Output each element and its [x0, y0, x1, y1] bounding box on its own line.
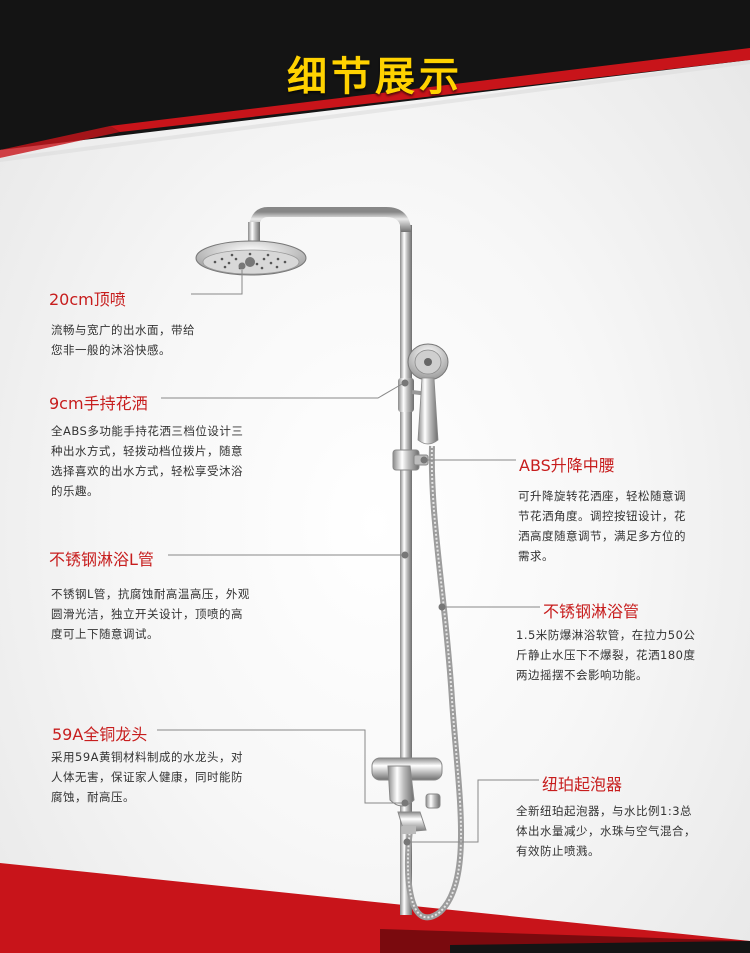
feature-desc-slider: 可升降旋转花洒座，轻松随意调 节花洒角度。调控按钮设计，花 洒高度随意调节，满足…	[518, 489, 686, 563]
header-band	[0, 0, 750, 162]
feature-desc-aerator: 全新纽珀起泡器，与水比例1:3总 体出水量减少，水珠与空气混合， 有效防止喷溅。	[516, 804, 696, 858]
feature-desc-l-pipe: 不锈钢L管，抗腐蚀耐高温高压，外观 圆滑光洁，独立开关设计，顶喷的高 度可上下随…	[51, 587, 250, 641]
feature-desc-faucet: 采用59A黄铜材料制成的水龙头，对 人体无害，保证家人健康，同时能防 腐蚀，耐高…	[51, 750, 243, 804]
page-title: 细节展示	[287, 54, 463, 100]
mixer-faucet	[371, 757, 443, 834]
feature-title-hose: 不锈钢淋浴管	[543, 602, 640, 621]
feature-title-l-pipe: 不锈钢淋浴L管	[49, 550, 154, 569]
feature-title-aerator: 纽珀起泡器	[542, 775, 623, 794]
overhead-shower-head	[195, 240, 307, 276]
feature-desc-hose: 1.5米防爆淋浴软管，在拉力50公 斤静止水压下不爆裂，花洒180度 两边摇摆不…	[516, 628, 696, 682]
feature-title-faucet: 59A全铜龙头	[52, 725, 148, 744]
hand-shower	[407, 343, 449, 445]
feature-desc-overhead: 流畅与宽广的出水面，带给 您非一般的沐浴快感。	[51, 323, 195, 357]
feature-title-hand-shower: 9cm手持花洒	[49, 394, 148, 413]
feature-title-overhead: 20cm顶喷	[49, 290, 126, 309]
feature-title-slider: ABS升降中腰	[519, 456, 615, 475]
footer-band	[0, 863, 750, 953]
feature-desc-hand-shower: 全ABS多功能手持花洒三档位设计三 种出水方式，轻拨动档位拨片，随意 选择喜欢的…	[51, 424, 244, 498]
